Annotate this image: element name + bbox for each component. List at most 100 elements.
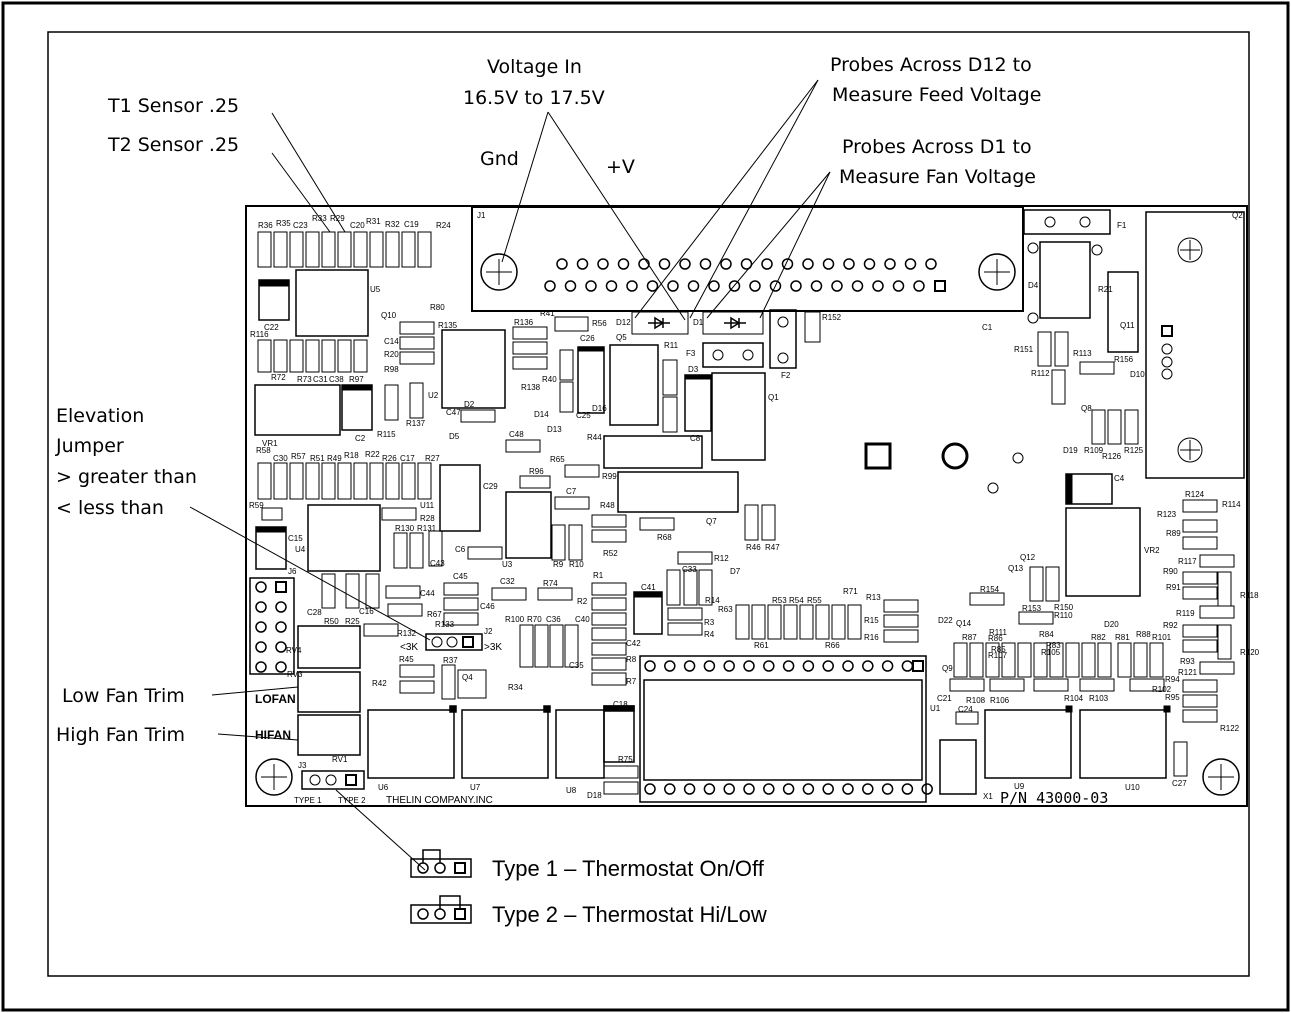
leader-lines [189, 79, 831, 871]
ref-r44: R44 [587, 433, 602, 442]
ref-q13: Q13 [1008, 564, 1024, 573]
pin-pad [605, 280, 618, 292]
ref-r125: R125 [1124, 446, 1144, 455]
ref-c44: C44 [420, 589, 435, 598]
ref-d3: D3 [688, 365, 699, 374]
ref-r131: R131 [417, 524, 437, 533]
pin-pad [644, 660, 656, 672]
ref-r91: R91 [1166, 583, 1181, 592]
ref-r152: R152 [822, 313, 842, 322]
ref-r32: R32 [385, 220, 400, 229]
type1-jumper-icon [410, 849, 472, 878]
pin-pad [842, 783, 854, 795]
ref-c32: C32 [500, 577, 515, 586]
t1-sensor-label: T1 Sensor .25 [107, 95, 239, 117]
ref-r16: R16 [864, 633, 879, 642]
ref-d10: D10 [1130, 370, 1145, 379]
ref-r126: R126 [1102, 452, 1122, 461]
ref-r45: R45 [399, 655, 414, 664]
ref-c15: C15 [288, 534, 303, 543]
pin-pad [782, 660, 795, 672]
ref-c22: C22 [264, 323, 279, 332]
ref-d22: D22 [938, 616, 953, 625]
pin-pad [749, 280, 761, 292]
ref-r11: R11 [664, 341, 679, 350]
pin-pad [556, 258, 568, 270]
ref-r4: R4 [704, 630, 715, 639]
ref-r86: R86 [988, 634, 1003, 643]
ref-c20: C20 [350, 221, 365, 230]
ref-r71: R71 [843, 587, 858, 596]
ref-r18: R18 [344, 451, 359, 460]
ref-r56: R56 [592, 319, 607, 328]
pin-pad [255, 601, 267, 613]
gnd-label: Gnd [480, 148, 519, 170]
ref-r114: R114 [1222, 500, 1241, 509]
ref-r97: R97 [349, 375, 364, 384]
pin-pad [843, 258, 855, 270]
ref-c27: C27 [1172, 779, 1187, 788]
ref-r10: R10 [569, 560, 584, 569]
probes-d12-line1: Probes Across D12 to [830, 54, 1032, 76]
ref-r111: R111 [989, 628, 1007, 637]
pin-pad [255, 641, 267, 653]
ref-r98: R98 [384, 365, 399, 374]
ref-c7: C7 [566, 487, 577, 496]
company-label: THELIN COMPANY.INC [386, 795, 493, 806]
ref-c14: C14 [384, 337, 399, 346]
pin-pad [275, 661, 287, 673]
ref-r83: R83 [1046, 641, 1061, 650]
ref-r12: R12 [714, 554, 729, 563]
part-number-label: P/N 43000-03 [1000, 789, 1108, 807]
ref-r53: R53 [772, 596, 787, 605]
pin-pad [720, 258, 732, 270]
ref-q7: Q7 [706, 517, 717, 526]
ref-u11: U11 [420, 501, 435, 510]
ref-r15: R15 [864, 616, 879, 625]
ref-c45: C45 [453, 572, 468, 581]
ref-r85: R85 [991, 645, 1006, 654]
ref-r113: R113 [1073, 349, 1092, 358]
lofan-label: LOFAN [255, 692, 296, 706]
pin-pad [597, 258, 609, 270]
pin-pad [892, 280, 905, 292]
pin-pad [683, 660, 696, 672]
ref-r73: R73 [297, 375, 312, 384]
ref-r153: R153 [1022, 604, 1042, 613]
ref-c8: C8 [690, 434, 701, 443]
ref-r59: R59 [249, 501, 264, 510]
ref-r70: R70 [527, 615, 542, 624]
greater-than-label: > greater than [56, 466, 197, 488]
pin-pad [862, 783, 874, 795]
pin-pad [255, 621, 267, 633]
ref-r117: R117 [1178, 557, 1197, 566]
ref-q5: Q5 [616, 333, 627, 342]
ref-u10: U10 [1125, 783, 1140, 792]
pin-pad [564, 280, 577, 292]
ref-r101: R101 [1152, 633, 1172, 642]
ref-c31: C31 [313, 375, 328, 384]
pin-pad [925, 258, 937, 270]
ref-r40: R40 [542, 375, 557, 384]
ref-r28: R28 [420, 514, 435, 523]
ref-r121: R121 [1178, 668, 1198, 677]
ref-c17: C17 [400, 454, 415, 463]
ref-q1: Q1 [768, 393, 779, 402]
ref-r112: R112 [1031, 369, 1050, 378]
pin-pad [761, 258, 773, 270]
pin-pad [723, 783, 735, 795]
ref-r29: R29 [330, 214, 345, 223]
ref-r105: R105 [1041, 648, 1061, 657]
ref-r102: R102 [1152, 685, 1172, 694]
ref-d4: D4 [1028, 281, 1039, 290]
ref-r1: R1 [593, 571, 604, 580]
ref-r80: R80 [430, 303, 445, 312]
ref-r122: R122 [1220, 724, 1240, 733]
ref-r118: R118 [1240, 591, 1259, 600]
ref-r116: R116 [250, 330, 269, 339]
ref-c46: C46 [480, 602, 495, 611]
ref-r82: R82 [1091, 633, 1106, 642]
ref-rv3: RV3 [287, 670, 303, 679]
ref-r89: R89 [1166, 529, 1181, 538]
